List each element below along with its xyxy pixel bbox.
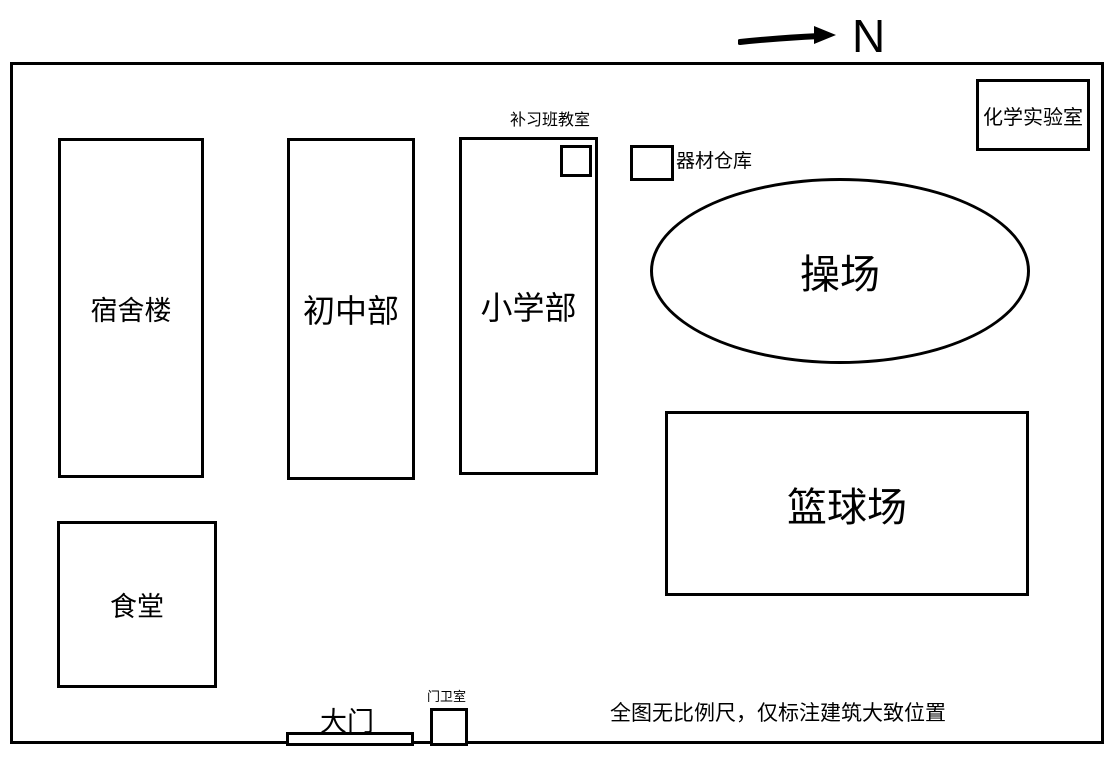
compass: N (738, 8, 898, 64)
main-gate (286, 732, 414, 746)
map-note: 全图无比例尺，仅标注建筑大致位置 (610, 701, 946, 725)
dormitory-building: 宿舍楼 (58, 138, 204, 478)
canteen-label: 食堂 (110, 592, 164, 623)
north-label: N (852, 10, 886, 62)
map-frame (10, 62, 1104, 744)
guard-room (430, 708, 468, 746)
primary-school-label: 小学部 (480, 289, 577, 327)
junior-high-label: 初中部 (302, 292, 399, 330)
chemistry-lab-label: 化学实验室 (983, 104, 1083, 129)
playground-label: 操场 (800, 252, 880, 298)
guard-room-label: 门卫室 (427, 690, 467, 705)
right-arrow-icon (738, 26, 836, 45)
playground: 操场 (650, 178, 1030, 364)
basketball-court-label: 篮球场 (787, 484, 907, 531)
equipment-storage (630, 145, 674, 181)
chemistry-lab: 化学实验室 (976, 79, 1090, 151)
basketball-court: 篮球场 (665, 411, 1029, 596)
junior-high-building: 初中部 (287, 138, 415, 480)
tutoring-room (560, 145, 592, 177)
dormitory-label: 宿舍楼 (90, 295, 172, 327)
canteen-building: 食堂 (57, 521, 217, 688)
tutoring-room-label: 补习班教室 (510, 110, 591, 129)
equipment-storage-label: 器材仓库 (676, 150, 753, 172)
primary-school-building: 小学部 (459, 137, 598, 475)
